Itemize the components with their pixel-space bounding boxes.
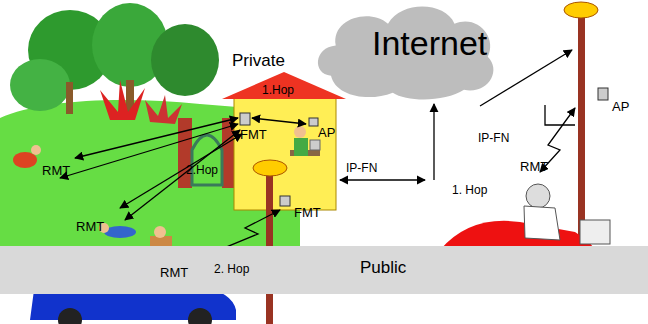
arrows [60,50,575,262]
node-text: Internet [372,24,487,63]
pole-right [564,2,608,252]
public-band: Public [0,246,648,294]
device-label: AP [318,126,335,140]
garden-wall [178,118,234,188]
device-label: AP [612,100,629,114]
device-label: RMT [160,266,188,280]
device-label: FMT [240,128,267,142]
fmt-device [240,113,250,125]
house [222,72,346,210]
hop-label: 2.Hop [186,164,218,177]
hop-label: 2. Hop [214,263,249,276]
cloud-outline [318,7,493,100]
device-label: FMT [294,206,321,220]
hop-label: 1.Hop [262,84,294,97]
hop-label: 1. Hop [452,184,487,197]
ap-device [309,118,318,126]
device-label: RMT [76,220,104,234]
region-label: Private [232,52,285,71]
trees [10,3,219,124]
pole-left [253,160,290,324]
link-label: IP-FN [346,162,377,175]
node-text: Public [360,258,406,278]
device-label: RMT [42,164,70,178]
device-label: RMT [520,160,548,174]
cloud-node: Internet [312,0,502,104]
link-label: IP-FN [478,132,509,145]
